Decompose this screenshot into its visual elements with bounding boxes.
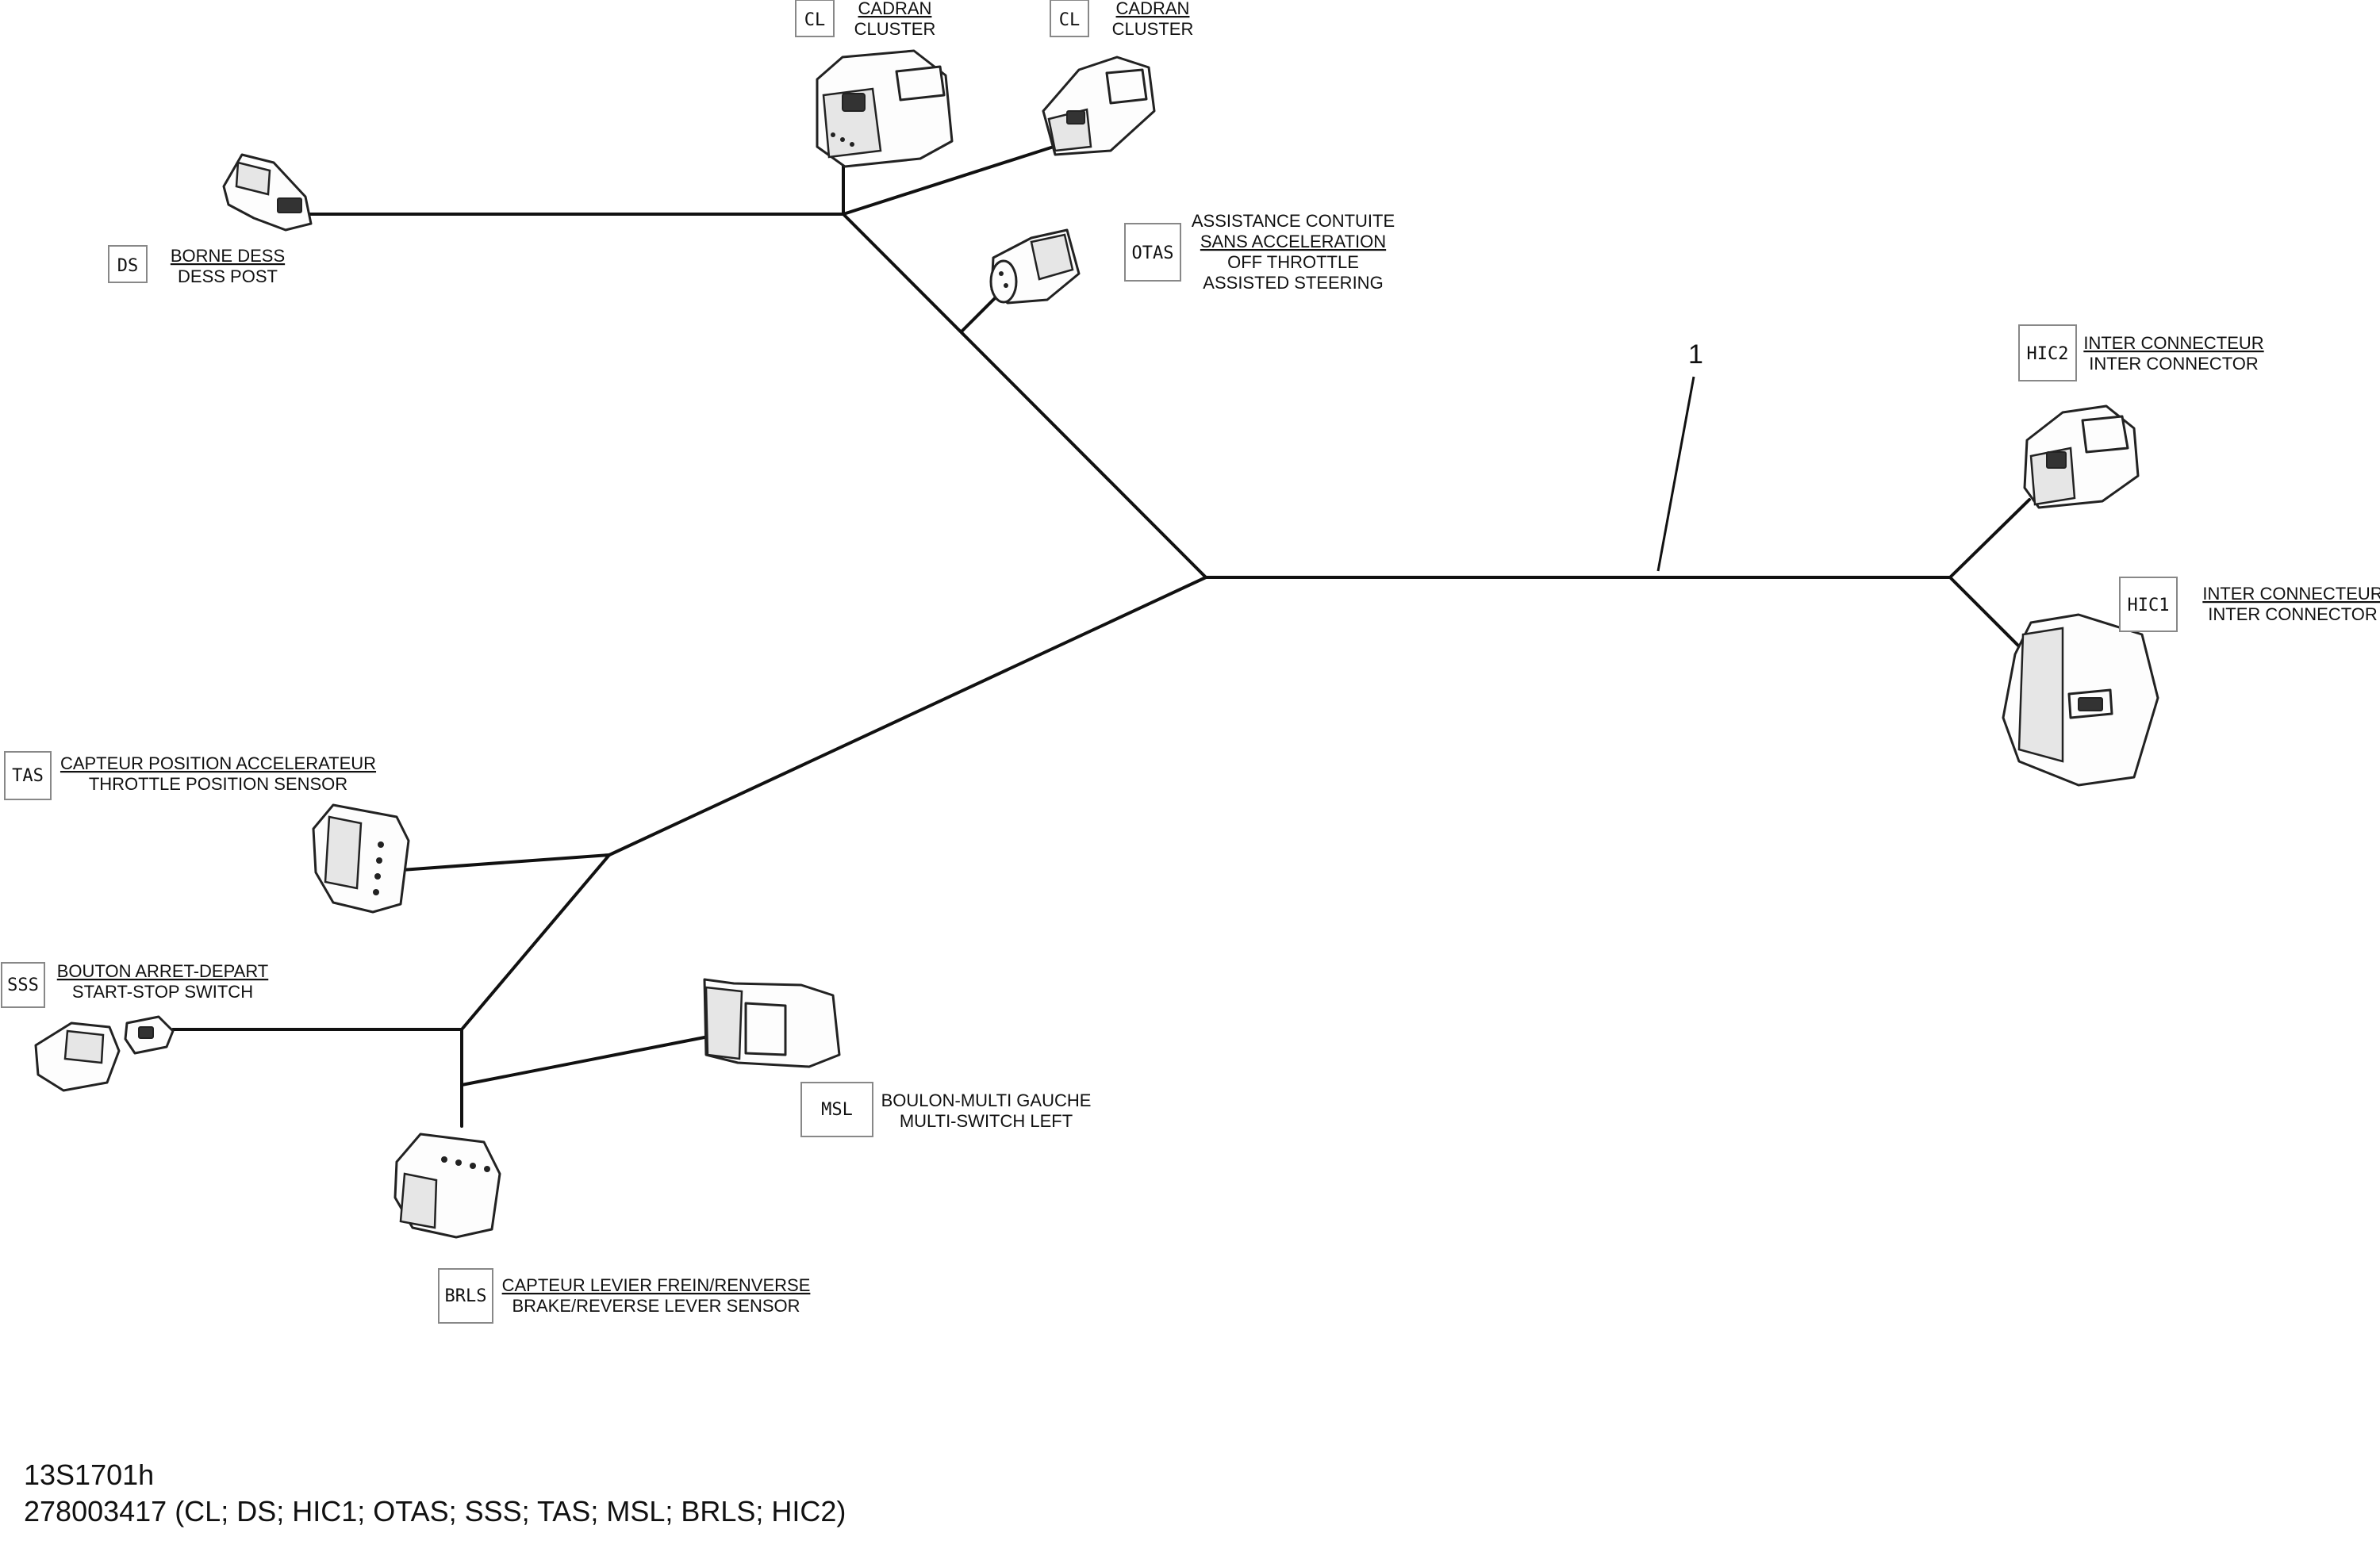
wire-trunk-to-upper-junction (842, 213, 1207, 579)
wire-cl2-branch (842, 145, 1055, 216)
connector-ds-code: DS (117, 256, 139, 276)
connector-cl-2-label-fr: CADRAN (1116, 0, 1190, 18)
connector-tas-label-fr: CAPTEUR POSITION ACCELERATEUR (60, 753, 376, 773)
connector-cl-2-icon (1042, 56, 1156, 156)
connector-hic1-label-fr: INTER CONNECTEUR (2202, 584, 2380, 604)
connector-sss-code: SSS (7, 975, 39, 995)
connector-cl-1-icon (816, 49, 954, 168)
connector-cl-1-label-en: CLUSTER (854, 19, 936, 39)
part-number-line: 278003417 (CL; DS; HIC1; OTAS; SSS; TAS;… (24, 1495, 846, 1527)
connector-cl-2-label-en: CLUSTER (1112, 19, 1194, 39)
item-number-leader (1656, 376, 1695, 572)
connector-cl-1: CL CADRAN CLUSTER (795, 0, 936, 39)
connector-otas-label-fr-2: SANS ACCELERATION (1200, 232, 1386, 251)
connector-cl-1-label-fr: CADRAN (858, 0, 932, 18)
connector-cl-2: CL CADRAN CLUSTER (1050, 0, 1193, 39)
connector-otas-label-en-2: ASSISTED STEERING (1203, 273, 1383, 293)
item-number: 1 (1688, 339, 1703, 370)
connector-sss-label-en: START-STOP SWITCH (72, 982, 253, 1002)
connector-cl-1-code: CL (804, 10, 826, 30)
connector-brls-label-en: BRAKE/REVERSE LEVER SENSOR (512, 1296, 800, 1316)
connector-ds-label-fr: BORNE DESS (171, 246, 285, 266)
connector-ds-icon (222, 153, 313, 232)
connector-msl-label-en: MULTI-SWITCH LEFT (900, 1111, 1073, 1131)
wire-lower-main (460, 853, 611, 1128)
wire-otas-branch (960, 292, 1001, 333)
connector-sss-icon (34, 1015, 175, 1092)
wire-hic2-branch (1948, 498, 2031, 579)
harness-wires (171, 145, 2036, 1128)
connector-brls-icon (393, 1133, 501, 1239)
wire-tas-branch (389, 853, 611, 872)
connector-hic2-label-en: INTER CONNECTOR (2089, 354, 2259, 374)
wire-msl-branch (460, 1036, 706, 1087)
connector-brls: BRLS CAPTEUR LEVIER FREIN/RENVERSE BRAKE… (438, 1268, 811, 1324)
connector-tas-label-en: THROTTLE POSITION SENSOR (89, 774, 347, 794)
connector-otas-icon (989, 228, 1081, 305)
connector-cl-2-code: CL (1059, 10, 1081, 30)
connector-msl: MSL BOULON-MULTI GAUCHE MULTI-SWITCH LEF… (800, 1082, 1092, 1137)
connector-msl-icon (703, 978, 841, 1068)
connector-hic1: HIC1 INTER CONNECTEUR INTER CONNECTOR (2119, 577, 2380, 632)
connector-brls-code: BRLS (445, 1286, 487, 1306)
connector-hic1-label-en: INTER CONNECTOR (2208, 604, 2378, 624)
connector-hic2: HIC2 INTER CONNECTEUR INTER CONNECTOR (2018, 324, 2264, 381)
connector-hic1-icon (2002, 613, 2159, 787)
connector-ds-label-en: DESS POST (178, 266, 278, 286)
connector-hic1-code: HIC1 (2128, 596, 2170, 615)
connector-hic2-code: HIC2 (2027, 344, 2069, 364)
connector-otas-label-en-1: OFF THROTTLE (1227, 252, 1359, 272)
connector-tas-icon (312, 803, 410, 914)
connector-otas: OTAS ASSISTANCE CONTUITE SANS ACCELERATI… (1124, 211, 1395, 293)
connector-hic2-label-fr: INTER CONNECTEUR (2083, 333, 2263, 353)
wire-trunk-to-lower-junction (608, 576, 1207, 857)
connector-msl-code: MSL (821, 1100, 853, 1120)
connector-otas-label-fr-1: ASSISTANCE CONTUITE (1192, 211, 1395, 231)
connector-tas-code: TAS (12, 766, 44, 786)
connector-brls-label-fr: CAPTEUR LEVIER FREIN/RENVERSE (502, 1275, 811, 1295)
connector-otas-code: OTAS (1132, 243, 1174, 263)
connector-msl-label-fr: BOULON-MULTI GAUCHE (881, 1090, 1092, 1110)
drawing-id: 13S1701h (24, 1458, 154, 1491)
connector-sss: SSS BOUTON ARRET-DEPART START-STOP SWITC… (1, 961, 269, 1008)
connector-tas: TAS CAPTEUR POSITION ACCELERATEUR THROTT… (4, 751, 376, 800)
connector-hic2-icon (2023, 404, 2140, 509)
connector-sss-label-fr: BOUTON ARRET-DEPART (57, 961, 269, 981)
connector-ds: DS BORNE DESS DESS POST (108, 245, 285, 286)
